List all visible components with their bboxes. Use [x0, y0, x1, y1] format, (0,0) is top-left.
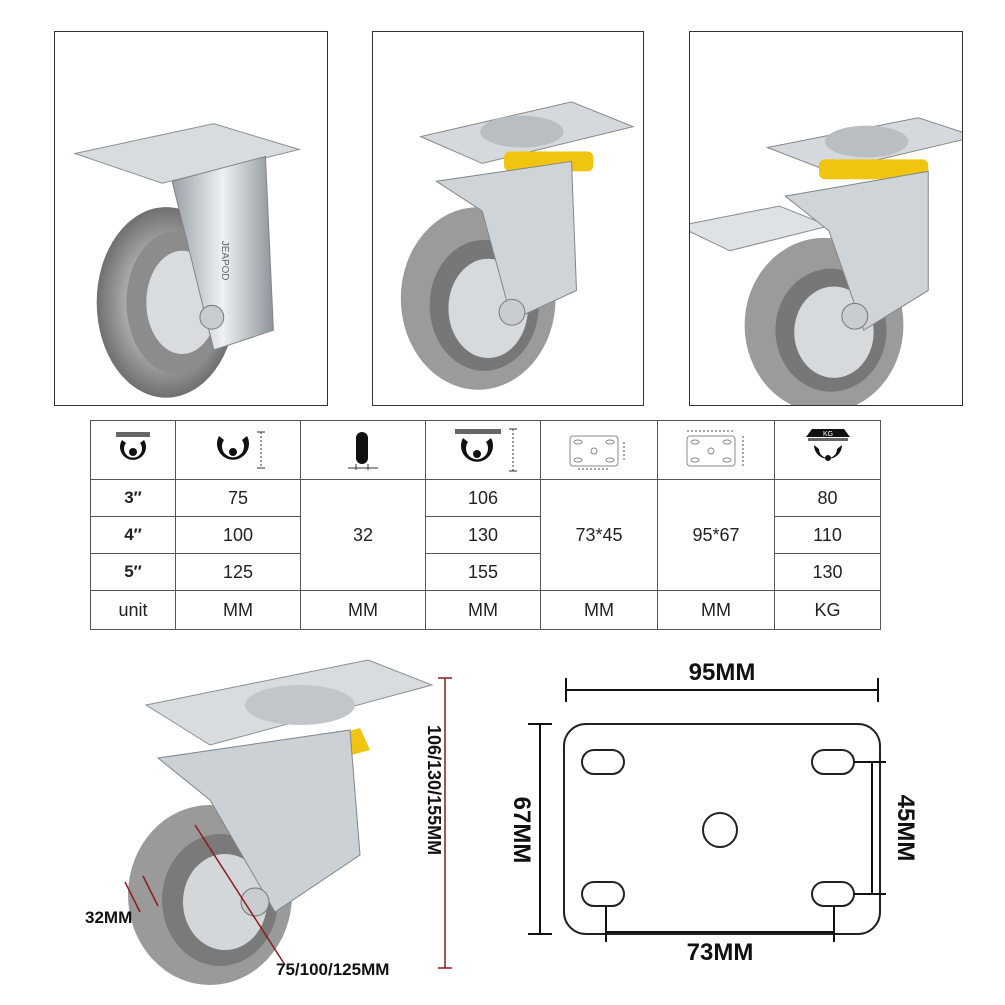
table-icon-row: KG — [90, 420, 881, 480]
diameter-cell: 100 — [175, 516, 301, 554]
plate-dimension-diagram: 95MM 67MM 45MM 73MM — [508, 659, 919, 966]
hole-height-label: 45MM — [892, 795, 919, 862]
wheel-width-icon — [348, 432, 378, 470]
plate-width-label: 95MM — [689, 659, 756, 686]
wheel-width-icon-cell — [300, 420, 426, 480]
diameter-cell: 75 — [175, 479, 301, 517]
plate-size-icon — [686, 430, 744, 467]
hole-spacing-icon — [569, 435, 625, 470]
fixed-caster-image: JEAPOD — [72, 123, 302, 398]
height-cell: 130 — [425, 516, 541, 554]
unit-cell: MM — [540, 590, 658, 630]
brand-mark: JEAPOD — [219, 241, 230, 281]
plate-height-label: 67MM — [508, 797, 535, 864]
size-cell: 4″ — [90, 516, 176, 554]
total-height-icon-cell — [425, 420, 541, 480]
unit-label: unit — [90, 590, 176, 630]
hole-width-label: 73MM — [687, 939, 754, 966]
height-dimension-label: 106/130/155MM — [424, 725, 444, 855]
unit-cell: MM — [425, 590, 541, 630]
unit-cell: MM — [300, 590, 426, 630]
width-cell: 32 — [300, 479, 426, 591]
size-cell: 5″ — [90, 553, 176, 591]
caster-size-icon-cell — [90, 420, 176, 480]
load-cell: 80 — [774, 479, 881, 517]
swivel-brake-caster-photo — [689, 31, 963, 406]
caster-size-icon — [116, 432, 150, 460]
spec-table: KG 3″ 75 32 106 73*45 95*67 80 4″ 100 13… — [90, 420, 881, 630]
wheel-diameter-icon-cell — [175, 420, 301, 480]
total-height-icon — [455, 428, 517, 472]
load-icon-label: KG — [822, 431, 832, 438]
table-row: 4″ 100 130 110 — [90, 516, 881, 554]
unit-row: unit MM MM MM MM MM KG — [90, 590, 881, 630]
load-capacity-icon: KG — [805, 429, 850, 461]
plate-size-cell: 95*67 — [657, 479, 775, 591]
table-row: 3″ 75 32 106 73*45 95*67 80 — [90, 479, 881, 591]
unit-cell: MM — [175, 590, 301, 630]
hole-spacing-icon-cell — [540, 420, 658, 480]
width-dimension-label: 32MM — [85, 908, 132, 927]
diameter-cell: 125 — [175, 553, 301, 591]
unit-cell: KG — [774, 590, 881, 630]
wheel-diameter-icon — [217, 431, 265, 469]
hole-spacing-cell: 73*45 — [540, 479, 658, 591]
swivel-caster-image — [400, 101, 635, 390]
load-cell: 130 — [774, 553, 881, 591]
diameter-dimension-label: 75/100/125MM — [276, 960, 389, 979]
caster-dimension-diagram: 106/130/155MM 32MM 75/100/125MM — [85, 659, 452, 985]
fixed-caster-photo: JEAPOD — [54, 31, 328, 406]
swivel-brake-caster-image — [690, 117, 962, 405]
swivel-caster-photo — [372, 31, 644, 406]
plate-size-icon-cell — [657, 420, 775, 480]
table-row: 5″ 125 155 130 — [90, 553, 881, 591]
height-cell: 155 — [425, 553, 541, 591]
unit-cell: MM — [657, 590, 775, 630]
size-cell: 3″ — [90, 479, 176, 517]
load-cell: 110 — [774, 516, 881, 554]
load-capacity-icon-cell: KG — [774, 420, 881, 480]
height-cell: 106 — [425, 479, 541, 517]
